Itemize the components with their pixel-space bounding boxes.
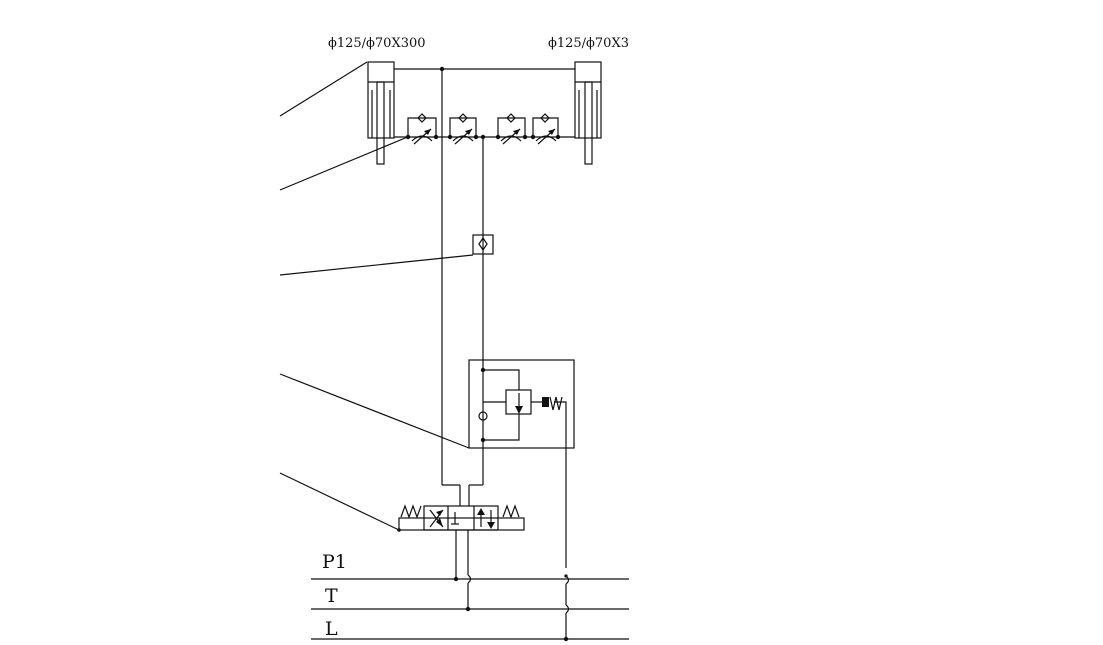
check-valve xyxy=(472,234,494,255)
throttle-check-valve-3 xyxy=(497,113,526,145)
throttle-check-valve-1 xyxy=(407,113,437,145)
throttle-check-valve-2 xyxy=(449,113,477,145)
left-hydraulic-cylinder xyxy=(367,61,395,165)
directional-control-valve xyxy=(397,484,525,532)
pressure-line-label: P1 xyxy=(322,551,347,573)
valve-supply-connections xyxy=(453,530,570,642)
throttle-check-valve-4 xyxy=(532,113,559,145)
rod-end-manifold-line xyxy=(394,134,575,485)
cap-end-manifold-line xyxy=(394,66,575,485)
left-cylinder-spec-label: ϕ125/ϕ70X300 xyxy=(328,36,426,51)
drain-line-label: L xyxy=(325,618,338,640)
counterbalance-valve-block xyxy=(468,359,575,568)
right-hydraulic-cylinder xyxy=(574,61,602,165)
right-cylinder-spec-label: ϕ125/ϕ70X3 xyxy=(548,36,629,51)
callout-leader-lines xyxy=(279,61,474,531)
tank-line-label: T xyxy=(325,585,338,607)
